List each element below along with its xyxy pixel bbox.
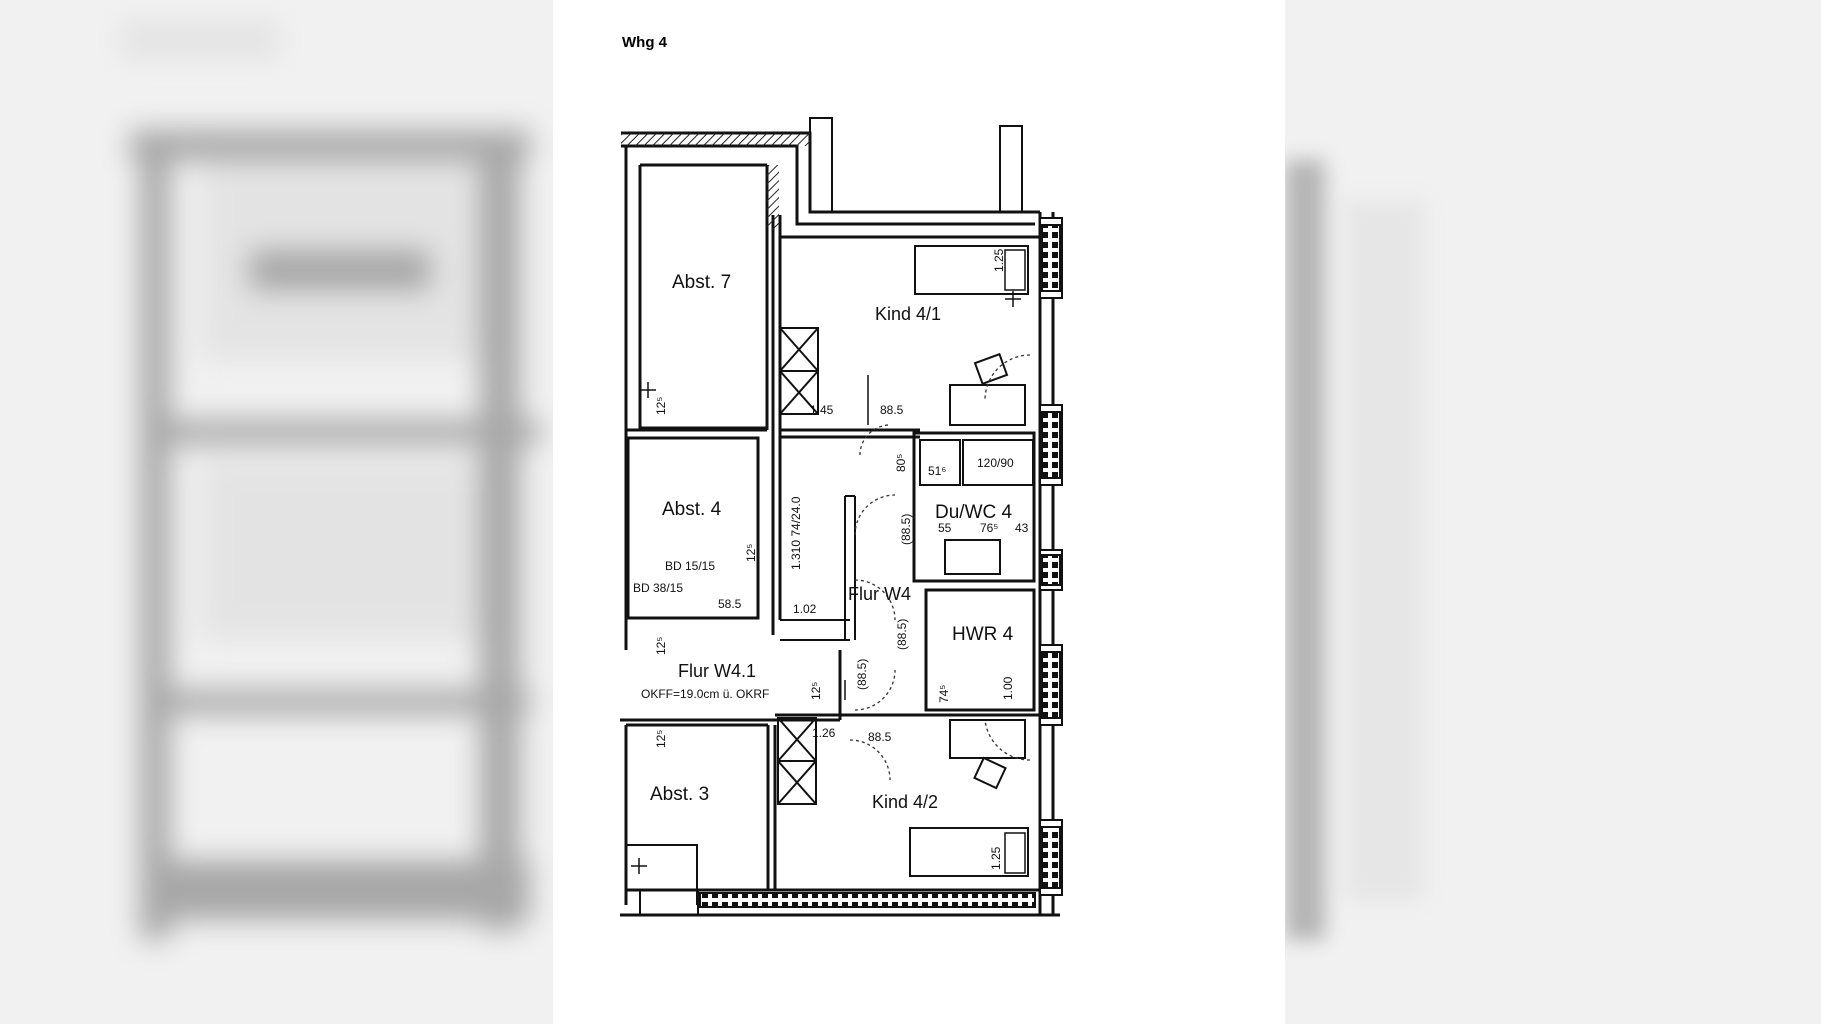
dimension-label: 12⁵	[654, 397, 668, 415]
dimension-label: (88.5)	[895, 619, 909, 650]
room-label-abst3: Abst. 3	[650, 784, 709, 805]
dimension-label: 58.5	[718, 597, 742, 611]
room-label-abst7: Abst. 7	[672, 272, 731, 293]
hatched-wall	[699, 892, 1036, 908]
wardrobe-top	[779, 327, 819, 415]
stair-note: 1.310 74/24.0	[789, 496, 803, 570]
blurred-left-backdrop	[0, 0, 553, 1024]
pillow	[1004, 249, 1026, 291]
dimension-label: 1.25	[989, 846, 1003, 870]
desk-top	[949, 384, 1026, 426]
dimension-label: 51⁶	[928, 464, 946, 478]
dimension-label: 43	[1015, 521, 1029, 535]
wardrobe-bottom	[777, 717, 817, 805]
windows	[1039, 217, 1063, 896]
dimension-label: 88.5	[868, 730, 892, 744]
dimension-label: 12⁵	[654, 637, 668, 655]
chair-top	[973, 352, 1009, 386]
dimension-label: (88.5)	[855, 659, 869, 690]
dimension-label: 12⁵	[809, 682, 823, 700]
lintel-note: BD 38/15	[633, 581, 683, 595]
bed-bottom	[909, 827, 1029, 877]
desk-bottom	[949, 719, 1026, 759]
dimension-label: 12⁵	[654, 730, 668, 748]
floor-level-note: OKFF=19.0cm ü. OKRF	[641, 687, 769, 701]
hatched-wall	[767, 165, 779, 230]
room-label-flur-w4-1: Flur W4.1	[678, 661, 756, 681]
dimension-label: 55	[938, 521, 952, 535]
lintel-note: BD 15/15	[665, 559, 715, 573]
markers	[631, 291, 1021, 874]
dimension-label: 88.5	[880, 403, 904, 417]
dimension-label: (88.5)	[899, 514, 913, 545]
room-label-du-wc: Du/WC 4	[935, 502, 1013, 523]
shower-size: 120/90	[977, 456, 1014, 470]
chair-bottom	[973, 756, 1007, 790]
room-label-abst4: Abst. 4	[662, 499, 722, 520]
hatched-wall	[621, 133, 811, 146]
dimension-label: 1.26	[812, 726, 836, 740]
dimension-label: 12⁵	[744, 544, 758, 562]
apartment-heading: Whg 4	[622, 34, 667, 51]
dimension-label: 1.45	[810, 403, 834, 417]
dimension-label: 76⁵	[980, 521, 998, 535]
room-label-kind-4-1: Kind 4/1	[875, 304, 941, 324]
pillow	[1004, 832, 1026, 874]
dimension-label: 1.25	[992, 248, 1006, 272]
blurred-right-backdrop	[1285, 0, 1821, 1024]
bed-top	[914, 245, 1029, 295]
room-label-kind-4-2: Kind 4/2	[872, 792, 938, 812]
dimension-label: 1.00	[1001, 676, 1015, 700]
room-label-flur-w4: Flur W4	[848, 584, 911, 604]
door-swings	[849, 354, 1031, 781]
dimension-label: 1.02	[793, 602, 817, 616]
dimension-label: 80⁵	[894, 454, 908, 472]
dimension-label: 74⁵	[937, 685, 951, 703]
floor-plan-panel	[553, 0, 1285, 1024]
room-label-hwr: HWR 4	[952, 624, 1014, 645]
